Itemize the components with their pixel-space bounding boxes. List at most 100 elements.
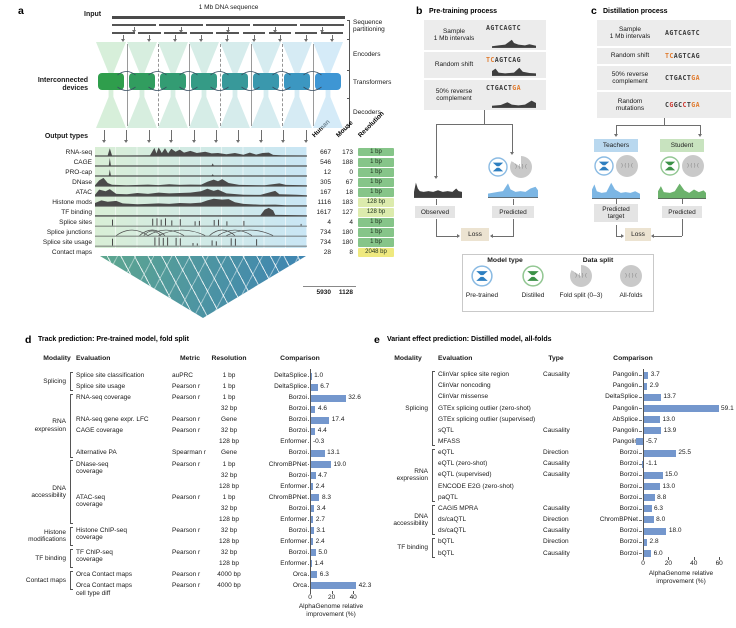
mouse-count: 4 [349, 218, 353, 226]
mouse-total: 1128 [338, 288, 353, 296]
interconnected-devices-label: Interconnected devices [37, 77, 88, 93]
student-predicted-track [658, 183, 706, 199]
bar [310, 471, 316, 479]
track-label: Splice site usage [42, 238, 92, 246]
dna-pattern-glyph: )()( [514, 164, 528, 170]
bar [643, 382, 648, 390]
column-header-modality: Modality [43, 355, 71, 362]
type-label: Causality [543, 527, 570, 535]
comparison-label: Borzoi [288, 526, 307, 534]
transformer-box [129, 73, 155, 90]
bar-value: 4.7 [318, 471, 328, 479]
transformer-connector-arcs [117, 71, 322, 91]
resolution-label: 4000 bp [217, 571, 241, 578]
type-label: Causality [543, 426, 570, 434]
dna-sequence: AGTCAGTC [665, 29, 729, 37]
pretrained-model-icon [594, 156, 614, 176]
evaluation-label: ENCODE E2G (zero-shot) [438, 482, 514, 490]
predicted-label-b: Predicted [492, 206, 534, 218]
evaluation-label: GTEx splicing outlier (zero-shot) [438, 404, 531, 412]
step-track [492, 67, 536, 76]
bar [310, 416, 330, 424]
dna-pattern-glyph: )()( [686, 163, 700, 169]
seq-segment-orange: GA [691, 101, 700, 109]
modality-group-label: Histone modifications [28, 528, 66, 544]
comparison-label: Borzoi [288, 394, 307, 402]
student-label: Student [660, 139, 704, 152]
resolution-label: Gene [221, 416, 237, 424]
dna-pattern-glyph: )()( [620, 163, 634, 169]
resolution-label: 128 bp [219, 438, 239, 446]
bar-value: 6.3 [654, 504, 664, 512]
resolution-chip: 1 bp [358, 168, 394, 177]
comparison-label: Pangolin [612, 426, 638, 434]
transformer-box [315, 73, 341, 90]
comparison-label: AbSplice [612, 415, 638, 423]
resolution-label: 1 bp [222, 394, 236, 402]
seq-segment-orange: TC [665, 52, 674, 60]
modality-group-label: RNA expression [396, 467, 428, 483]
bar-value: -0.3 [313, 438, 325, 446]
bar-value: 2.4 [315, 537, 325, 545]
seq-segment-plain: AGTCAGTC [486, 23, 521, 32]
evaluation-label: RNA-seq coverage [76, 394, 131, 402]
seq-segment-plain: AGTCAG [673, 52, 700, 60]
comparison-label: Borzoi [288, 416, 307, 424]
legend-item-label: All-folds [619, 292, 643, 299]
input-label: Input [84, 11, 102, 18]
axis-tick-label: 40 [690, 560, 698, 567]
evaluation-label: TF ChIP-seq coverage [76, 548, 113, 564]
human-count: 546 [320, 158, 331, 166]
output-track-band [95, 147, 307, 248]
resolution-chip: 1 bp [358, 188, 394, 197]
track-silhouette [95, 169, 307, 177]
bar-value: -5.7 [646, 438, 658, 445]
predicted-track [488, 183, 538, 198]
seq-segment-plain: T [686, 101, 692, 109]
legend-item-label: Distilled [521, 292, 545, 299]
seq-segment-plain: C [678, 101, 683, 109]
axis-tick-label: 0 [641, 560, 645, 567]
axis-tick-label: 60 [715, 560, 723, 567]
bar-value: 6.7 [320, 383, 330, 391]
bar-value: 2.7 [315, 515, 325, 523]
panel-a-bracket [349, 20, 350, 128]
mouse-count: 0 [349, 168, 353, 176]
comparison-label: ChromBPNet [268, 460, 307, 468]
bar-value: 13.9 [663, 426, 677, 434]
seq-segment-orange: GA [691, 74, 700, 82]
comparison-label: Borzoi [619, 471, 638, 479]
bar-value: 8.8 [657, 493, 667, 501]
comparison-label: Borzoi [288, 405, 307, 413]
dna-sequence: CTGACTGA [665, 74, 729, 82]
column-header-metric: Metric [179, 355, 201, 362]
resolution-label: 32 bp [220, 548, 238, 556]
resolution-chip: 1 bp [358, 178, 394, 187]
type-label: Direction [543, 449, 569, 457]
resolution-label: 1 bp [222, 493, 236, 501]
bar [643, 427, 662, 435]
bar-value: 18.0 [668, 527, 682, 535]
metric-label: Pearson r [172, 493, 201, 501]
pretrained-model-icon [471, 265, 493, 287]
resolution-label: 32 bp [220, 471, 238, 479]
evaluation-label: eQTL (supervised) [438, 471, 492, 479]
panel-d-title: Track prediction: Pre-trained model, fol… [38, 336, 189, 343]
evaluation-label: MFASS [438, 438, 461, 445]
bar [310, 505, 315, 513]
dna-sequence: TCAGTCAG [486, 56, 544, 64]
data-split-heading: Data split [582, 257, 614, 264]
track-label: Splice sites [59, 218, 92, 226]
loss-label-c: Loss [625, 228, 651, 241]
resolution-label: 128 bp [219, 537, 239, 545]
comparison-label: Borzoi [619, 493, 638, 501]
totals-divider [303, 286, 356, 287]
bar [643, 505, 652, 513]
panel-a-label: a [18, 5, 24, 17]
evaluation-label: DNase-seq coverage [76, 460, 109, 475]
transformer-box [160, 73, 186, 90]
step-label: Sample 1 Mb intervals [433, 27, 475, 43]
bar [310, 549, 316, 557]
pretrained-model-icon [488, 157, 508, 177]
